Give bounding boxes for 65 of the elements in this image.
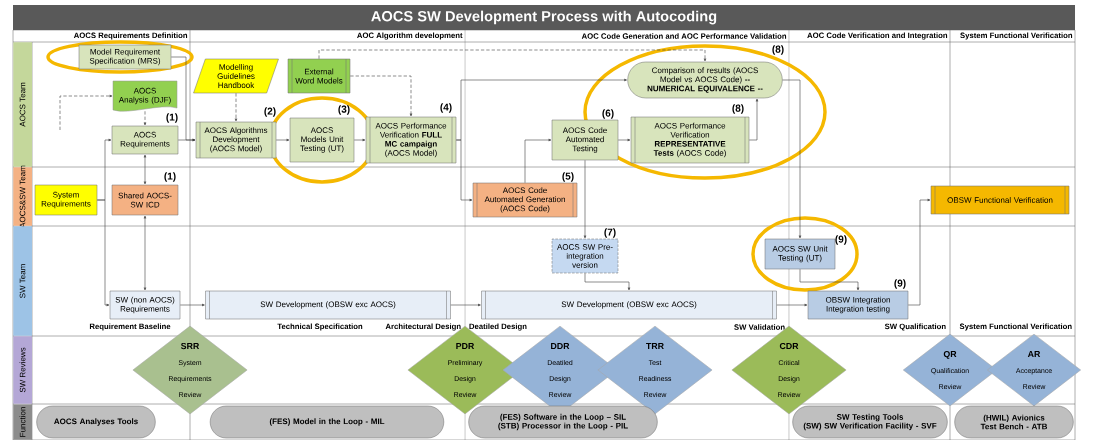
step-number: (1): [164, 172, 176, 182]
arrow: [349, 75, 413, 117]
step-number: (8): [732, 104, 744, 114]
step-number: (4): [440, 103, 452, 113]
step-number: (9): [894, 279, 906, 289]
lane-header: SW Reviews: [13, 336, 32, 404]
arrow: [96, 199, 110, 307]
arrow: [799, 268, 860, 291]
process-box: Model Requirement Specification (MRS): [78, 44, 172, 70]
arrow: [318, 49, 707, 62]
lane-header: AOCS&SW Team: [13, 165, 32, 228]
arrow: [177, 138, 196, 142]
predefined-process-box: External Word Models: [287, 58, 351, 94]
process-box: OBSW Integration Integration testing: [807, 290, 909, 320]
arrow: [782, 79, 802, 239]
arrow: [234, 92, 238, 122]
predefined-process-box: AOCS Algorithms Development (AOCS Model): [195, 121, 277, 159]
arrow: [907, 198, 931, 306]
arrow: [524, 138, 552, 184]
step-number: (3): [338, 105, 350, 115]
arrow: [143, 215, 147, 291]
arrow: [617, 138, 631, 142]
arrow: [275, 138, 290, 142]
arrow: [748, 98, 759, 141]
arrow: [143, 154, 147, 185]
arrow: [455, 139, 473, 202]
function-pill: AOCS Analyses Tools: [36, 405, 156, 439]
arrow: [179, 303, 205, 307]
process-box: AOCS Models Unit Testing (UT): [289, 117, 355, 163]
step-number: (5): [562, 172, 574, 182]
lane-header: Function: [13, 404, 32, 440]
data-parallelogram: Modelling Guidelines Handbook: [193, 58, 279, 94]
arrow: [776, 303, 808, 307]
title-bar: AOCS SW Development Process with Autocoding: [13, 5, 1075, 30]
predefined-process-box: OBSW Functional Verification: [930, 185, 1070, 215]
terminator-box: Comparison of results (AOCS Model vs AOCS Code) -- NUMERICAL EQUIVALENCE --: [627, 61, 783, 99]
arrow: [143, 110, 147, 126]
arrow: [353, 138, 366, 142]
step-number: (9): [835, 235, 847, 245]
step-number: (8): [772, 45, 784, 55]
arrow: [584, 272, 631, 291]
process-box: Shared AOCS-SW ICD: [111, 184, 179, 216]
process-box: AOCS Code Automated Testing: [551, 119, 619, 161]
function-pill: (HWIL) Avionics Test Bench - ATB: [954, 405, 1074, 439]
process-box: System Requirements: [34, 184, 98, 216]
predefined-process-box: AOCS Performance Verification REPRESENTATIVE Tests (AOCS Code): [630, 116, 750, 164]
arrow: [583, 159, 587, 239]
step-number: (2): [264, 107, 276, 117]
process-box: AOCS SW Unit Testing (UT): [764, 238, 836, 270]
function-pill: SW Testing Tools (SW) SW Verification Facility - SVF: [792, 405, 948, 439]
predefined-process-box: SW Development (OBSW exc AOCS): [205, 290, 451, 320]
arrow: [59, 94, 113, 131]
function-pill: (FES) Software in the Loop – SIL (STB) Processor in the Loop - PIL: [468, 405, 658, 439]
predefined-process-box: SW Development (OBSW exc AOCS): [481, 290, 777, 320]
arrow: [450, 303, 481, 307]
function-pill: (FES) Model in the Loop - MIL: [209, 405, 445, 439]
predefined-process-box: AOCS Code Automated Generation (AOCS Code): [472, 182, 578, 218]
dashed-process-box: AOCS SW Pre-integration version: [551, 238, 619, 274]
lane-header: SW Team: [13, 226, 32, 336]
step-number: (1): [166, 113, 178, 123]
step-number: (7): [604, 228, 616, 238]
step-number: (6): [602, 109, 614, 119]
process-box: AOCS Requirements: [111, 125, 179, 155]
predefined-process-box: AOCS Performance Verification FULL MC campaign (AOCS Model): [365, 116, 457, 164]
process-box: SW (non AOCS) Requirements: [109, 290, 181, 320]
